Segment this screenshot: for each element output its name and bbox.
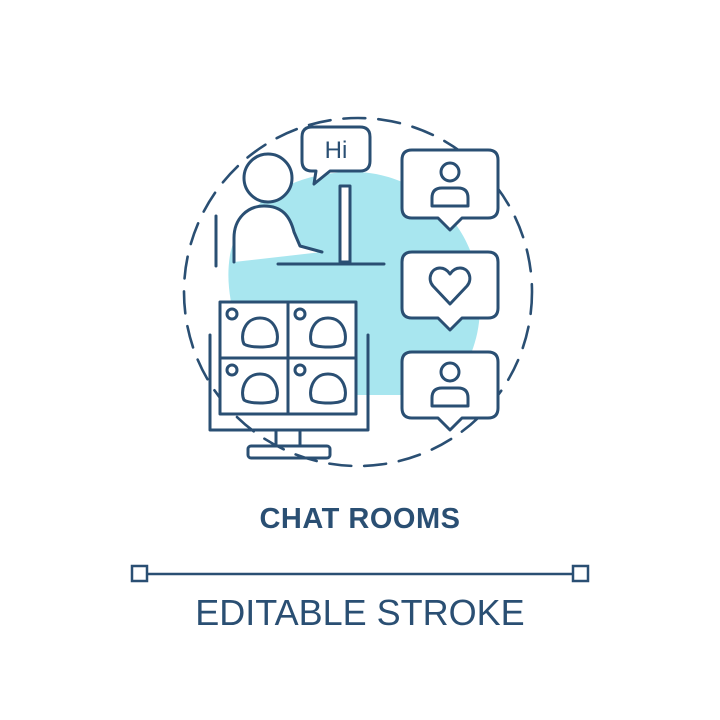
- subtitle: EDITABLE STROKE: [195, 592, 525, 633]
- heart-message-icon: [400, 250, 500, 332]
- dashed-circle: [182, 116, 534, 468]
- hi-speech-bubble-icon: [300, 125, 372, 186]
- video-tile-top-left: [225, 307, 279, 349]
- video-tile-bottom-left: [225, 363, 279, 405]
- page-title: CHAT ROOMS: [259, 503, 461, 535]
- divider-handle-right: [571, 564, 590, 583]
- stroke-divider: [130, 564, 590, 583]
- person-at-laptop-icon: [214, 152, 386, 268]
- video-tile-bottom-right: [293, 363, 347, 405]
- hi-bubble-text: Hi: [325, 137, 348, 164]
- chat-rooms-illustration: Hi: [182, 116, 534, 468]
- user-profile-message-icon: [400, 148, 500, 232]
- divider-handle-left: [130, 564, 149, 583]
- video-tile-top-right: [293, 307, 347, 349]
- video-call-monitor-icon: [208, 300, 370, 460]
- user-profile-message-icon-2: [400, 350, 500, 432]
